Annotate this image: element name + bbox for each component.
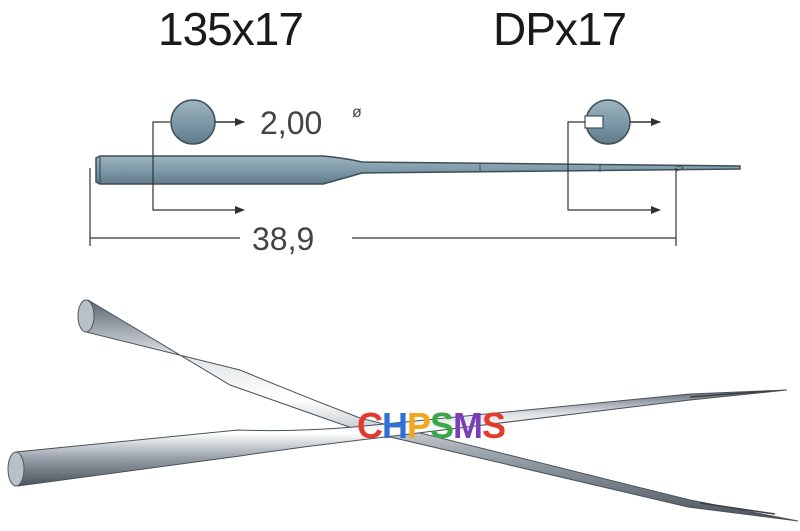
technical-needle-drawing	[95, 155, 741, 185]
svg-text:CHPSMS: CHPSMS	[357, 405, 505, 446]
needle-photo-2	[7, 389, 788, 487]
point-cross-section-icon	[584, 99, 661, 145]
chpsms-watermark-logo: CHPSMS	[357, 405, 506, 446]
shank-cross-section-icon	[170, 99, 245, 145]
needle-system-label-dpx17: DPx17	[493, 3, 627, 55]
diameter-symbol: ø	[352, 104, 362, 121]
needle-system-label-135x17: 135x17	[158, 3, 304, 55]
total-length-value: 38,9	[252, 221, 314, 257]
needle-photo-1	[77, 299, 799, 522]
shank-diameter-value: 2,00	[260, 105, 322, 141]
dimension-lines	[89, 121, 677, 246]
